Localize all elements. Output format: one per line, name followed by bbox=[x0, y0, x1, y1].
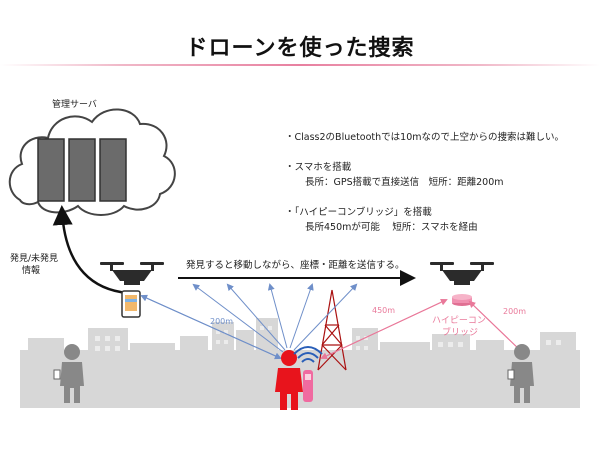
distance-mid-label: 450m bbox=[372, 306, 395, 315]
distance-right-label: 200m bbox=[503, 307, 526, 316]
drone-right-icon bbox=[430, 262, 494, 285]
note-3-line1: 「ハイピーコンブリッジ」を搭載 bbox=[295, 207, 432, 218]
note-bullet: ・ bbox=[285, 207, 295, 218]
note-bullet: ・ bbox=[285, 132, 295, 143]
note-bullet: ・ bbox=[285, 162, 295, 173]
note-1: ・Class2のBluetoothでは10mなので上空からの捜索は難しい。 bbox=[285, 131, 564, 145]
server-rack-icon bbox=[38, 139, 126, 201]
distance-left-label: 200m bbox=[210, 317, 233, 326]
note-3-line2: 長所450mが可能 短所：スマホを経由 bbox=[305, 221, 478, 235]
beacon-icon bbox=[303, 370, 313, 402]
found-info-label-line1: 発見/未発見 bbox=[10, 253, 58, 265]
bridge-label-line2: ブリッジ bbox=[442, 325, 478, 338]
flight-note: 発見すると移動しながら、座標・距離を送信する。 bbox=[186, 259, 405, 273]
drone-left-icon bbox=[100, 262, 164, 285]
note-2-line2: 長所：GPS搭載で直接送信 短所：距離200m bbox=[305, 176, 504, 190]
city-skyline bbox=[20, 318, 580, 408]
bridge-device-icon bbox=[452, 294, 472, 306]
found-info-label-line2: 情報 bbox=[22, 265, 40, 277]
note-3: ・「ハイピーコンブリッジ」を搭載 bbox=[285, 206, 432, 220]
note-2: ・スマホを搭載 bbox=[285, 161, 351, 175]
smartphone-icon bbox=[122, 291, 140, 317]
upload-arrow bbox=[62, 210, 128, 293]
note-1-line1: Class2のBluetoothでは10mなので上空からの捜索は難しい。 bbox=[295, 132, 565, 143]
server-label: 管理サーバ bbox=[52, 98, 97, 112]
note-2-line1: スマホを搭載 bbox=[295, 162, 352, 173]
